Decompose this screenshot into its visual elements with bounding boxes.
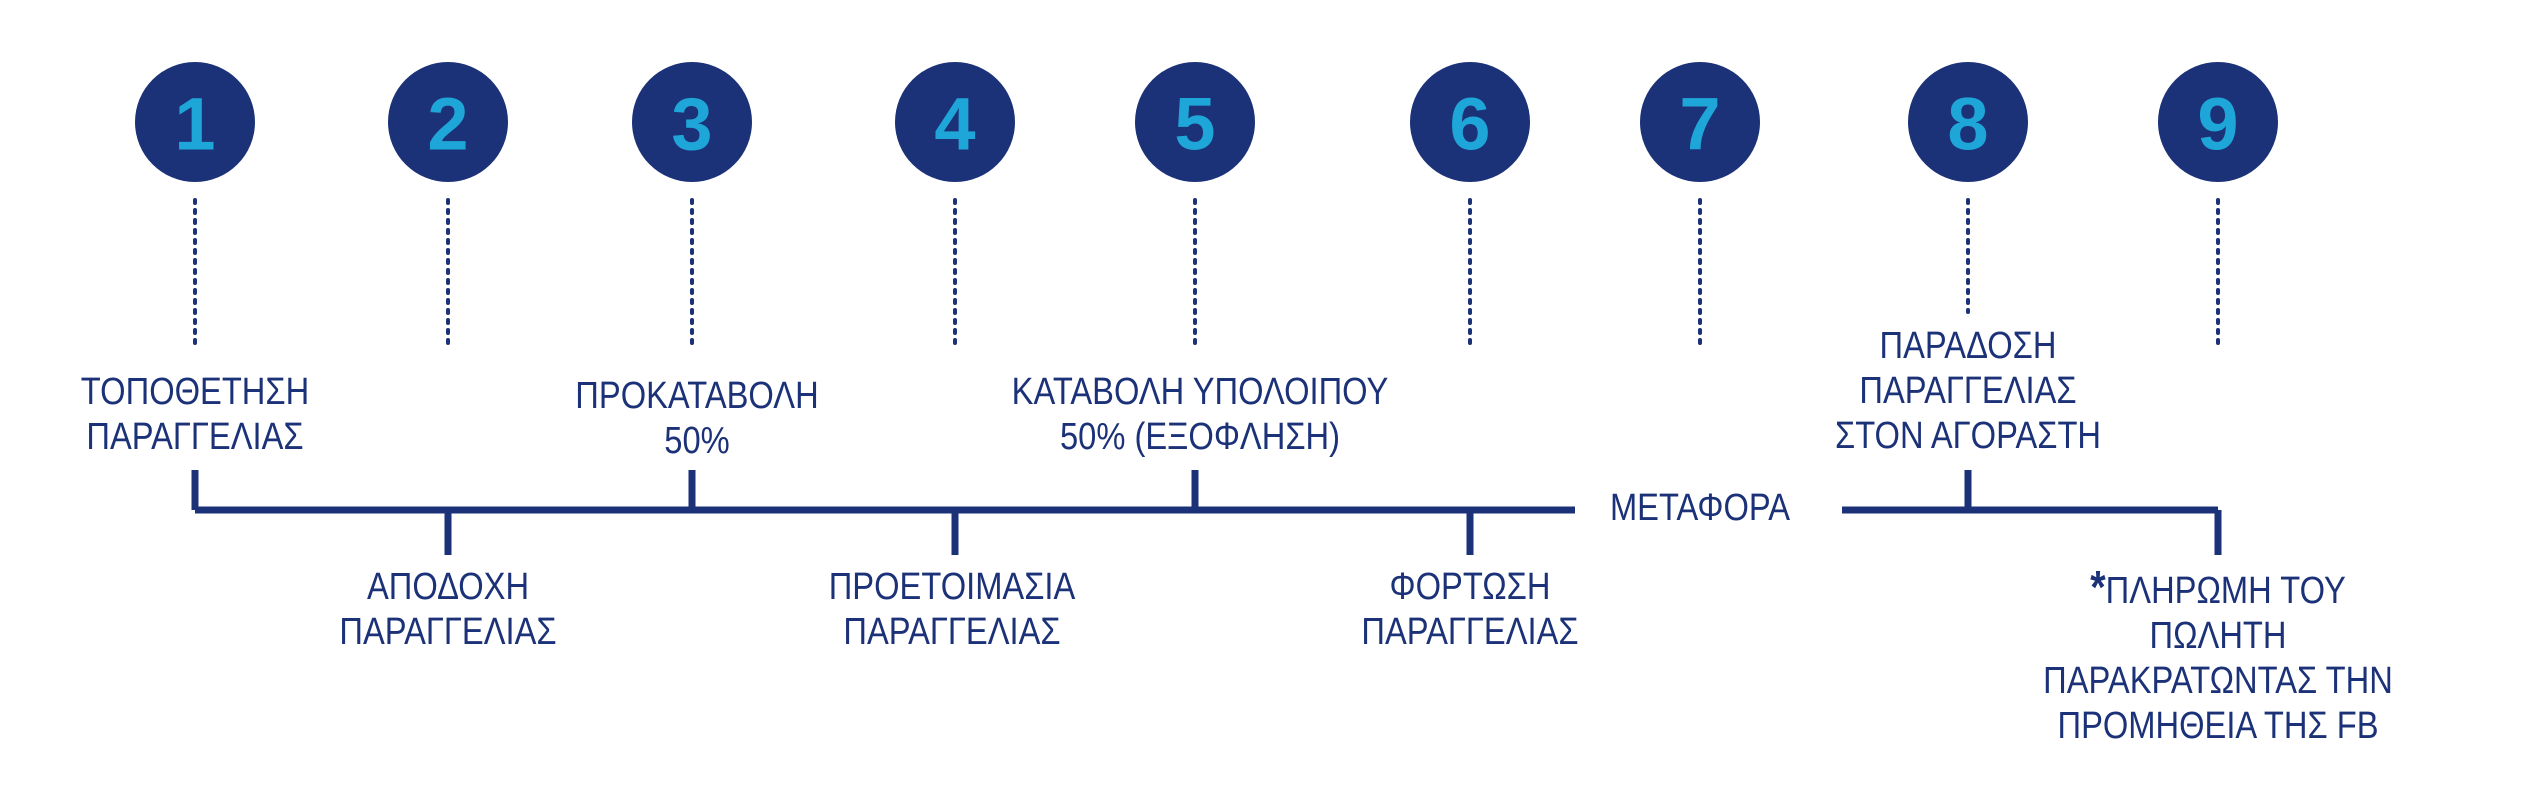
step-9-label: *ΠΛΗΡΩΜΗ ΤΟΥ ΠΩΛΗΤΗ ΠΑΡΑΚΡΑΤΩΝΤΑΣ ΤΗΝ ΠΡ… <box>2043 564 2393 749</box>
step-2-label-line-2: ΠΑΡΑΓΓΕΛΙΑΣ <box>339 611 557 653</box>
step-9-label-line-4: ΠΡΟΜΗΘΕΙΑ ΤΗΣ FB <box>2057 705 2379 747</box>
step-5-label-line-2: 50% (ΕΞΟΦΛΗΣΗ) <box>1059 416 1341 458</box>
step-2-circle <box>388 62 508 182</box>
step-8-circle <box>1908 62 2028 182</box>
step-3-label-line-2: 50% <box>664 420 730 462</box>
step-2-label-line-1: ΑΠΟΔΟΧΗ <box>366 566 530 608</box>
step-4-label-line-2: ΠΑΡΑΓΓΕΛΙΑΣ <box>843 611 1061 653</box>
step-9-label-line-1: *ΠΛΗΡΩΜΗ ΤΟΥ <box>2043 564 2393 614</box>
step-7-number: 7 <box>1679 83 1720 166</box>
step-6-circle <box>1410 62 1530 182</box>
step-4-label-line-1: ΠΡΟΕΤΟΙΜΑΣΙΑ <box>828 566 1076 608</box>
step-6-label-line-2: ΠΑΡΑΓΓΕΛΙΑΣ <box>1361 611 1579 653</box>
step-2-number: 2 <box>427 83 468 166</box>
step-8-label-line-2: ΠΑΡΑΓΓΕΛΙΑΣ <box>1859 370 2077 412</box>
step-9-label-line-3: ΠΑΡΑΚΡΑΤΩΝΤΑΣ ΤΗΝ <box>2043 660 2393 702</box>
step-9-number: 9 <box>2197 83 2238 166</box>
step-1-circle <box>135 62 255 182</box>
step-6-number: 6 <box>1449 83 1490 166</box>
step-6-label: ΦΟΡΤΩΣΗ ΠΑΡΑΓΓΕΛΙΑΣ <box>1361 565 1578 655</box>
step-3-label-line-1: ΠΡΟΚΑΤΑΒΟΛΗ <box>575 375 819 417</box>
step-8-label: ΠΑΡΑΔΟΣΗ ΠΑΡΑΓΓΕΛΙΑΣ ΣΤΟΝ ΑΓΟΡΑΣΤΗ <box>1835 324 2101 459</box>
step-1-label: ΤΟΠΟΘΕΤΗΣΗ ΠΑΡΑΓΓΕΛΙΑΣ <box>81 370 309 460</box>
step-1-number: 1 <box>174 83 215 166</box>
step-8-number: 8 <box>1947 83 1988 166</box>
step-5-number: 5 <box>1174 83 1215 166</box>
step-1-label-line-2: ΠΑΡΑΓΓΕΛΙΑΣ <box>86 416 304 458</box>
step-2-label: ΑΠΟΔΟΧΗ ΠΑΡΑΓΓΕΛΙΑΣ <box>339 565 556 655</box>
step-8-label-line-3: ΣΤΟΝ ΑΓΟΡΑΣΤΗ <box>1834 415 2102 457</box>
step-9-label-line-2: ΠΩΛΗΤΗ <box>2149 615 2287 657</box>
step-8-label-line-1: ΠΑΡΑΔΟΣΗ <box>1879 325 2057 367</box>
step-1-label-line-1: ΤΟΠΟΘΕΤΗΣΗ <box>80 371 310 413</box>
step-6-label-line-1: ΦΟΡΤΩΣΗ <box>1389 566 1551 608</box>
step-7-label: ΜΕΤΑΦΟΡΑ <box>1610 486 1790 531</box>
step-3-number: 3 <box>671 83 712 166</box>
step-4-number: 4 <box>934 83 975 166</box>
step-4-circle <box>895 62 1015 182</box>
step-5-label: ΚΑΤΑΒΟΛΗ ΥΠΟΛΟΙΠΟΥ 50% (ΕΞΟΦΛΗΣΗ) <box>1012 370 1389 460</box>
step-7-circle <box>1640 62 1760 182</box>
step-9-circle <box>2158 62 2278 182</box>
asterisk-mark: * <box>2090 561 2106 613</box>
step-3-label: ΠΡΟΚΑΤΑΒΟΛΗ 50% <box>575 374 818 464</box>
step-5-label-line-1: ΚΑΤΑΒΟΛΗ ΥΠΟΛΟΙΠΟΥ <box>1011 371 1389 413</box>
step-7-label-line-1: ΜΕΤΑΦΟΡΑ <box>1609 487 1791 529</box>
step-3-circle <box>632 62 752 182</box>
step-4-label: ΠΡΟΕΤΟΙΜΑΣΙΑ ΠΑΡΑΓΓΕΛΙΑΣ <box>829 565 1076 655</box>
step-5-circle <box>1135 62 1255 182</box>
step-9-label-line-1-text: ΠΛΗΡΩΜΗ ΤΟΥ <box>2105 570 2346 612</box>
